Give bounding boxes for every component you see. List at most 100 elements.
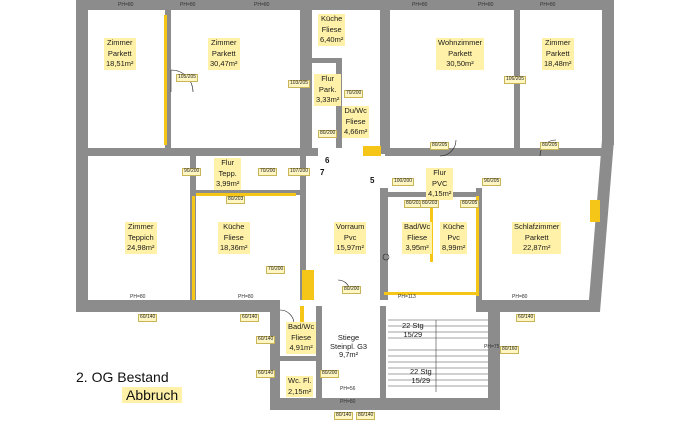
room-zimmer-1: Zimmer Parkett 18,51m² — [104, 38, 136, 70]
room-floor: Fliese — [318, 24, 346, 36]
door-tag: 80/205 — [460, 200, 480, 208]
plan-subtitle: Abbruch — [122, 387, 183, 403]
room-name: Vorraum — [334, 222, 367, 233]
room-floor: Pvc — [440, 232, 468, 244]
room-floor: Teppich — [125, 232, 157, 244]
door-tag: 80/205 — [540, 142, 560, 150]
window-tag: PH=56 — [340, 386, 356, 392]
door-tag: 80/200 — [318, 130, 338, 138]
room-name: Küche — [440, 222, 468, 233]
window-tag: PH=80 — [540, 2, 556, 8]
side-tag: 60/140 — [138, 314, 158, 322]
room-vorraum: Vorraum Pvc 15,97m² — [334, 222, 367, 254]
window-tag: PH=80 — [412, 2, 428, 8]
room-area: 18,36m² — [218, 243, 250, 254]
side-tag: 60/140 — [256, 370, 276, 378]
room-name: Schlafzimmer — [512, 222, 562, 233]
door-tag: 90/205 — [482, 178, 502, 186]
marker-7: 7 — [320, 168, 325, 177]
room-floor: Park. — [314, 84, 342, 96]
room-area: 9,7m² — [338, 350, 359, 360]
room-floor: Fliese — [218, 232, 250, 244]
stair-flight-2: 22 Stg 15/29 — [410, 367, 432, 385]
room-kueche-pvc: Küche Pvc 8,99m² — [440, 222, 468, 254]
room-area: 6,40m² — [318, 35, 346, 46]
stair-treads — [388, 319, 488, 392]
room-area: 3,95m² — [402, 243, 433, 254]
room-area: 8,99m² — [440, 243, 468, 254]
door-tag: 80/200 — [320, 370, 340, 378]
stair-steps: 22 Stg — [402, 321, 424, 330]
room-floor: Tepp. — [214, 168, 242, 180]
marker-6: 6 — [325, 156, 330, 165]
room-floor: Parkett — [104, 48, 136, 60]
window-tag: PH=75 — [484, 344, 500, 350]
room-bad-wc-2: Bad/Wc Fliese 4,91m² — [286, 322, 317, 354]
room-flur-pvc: Flur PVC 4,15m² — [426, 168, 454, 200]
window-tag: PH=80 — [478, 2, 494, 8]
room-stiege: Stiege Steinpl. G3 9,7m² — [330, 333, 368, 360]
side-tag: 80/160 — [500, 346, 520, 354]
side-tag: 60/140 — [516, 314, 536, 322]
demolition-marks — [164, 15, 600, 346]
room-name: Du/Wc — [342, 106, 370, 117]
room-zimmer-3: Zimmer Parkett 18,48m² — [542, 38, 574, 70]
door-tag: 70/200 — [258, 168, 278, 176]
room-floor: Pvc — [334, 232, 367, 244]
room-floor: PVC — [426, 178, 454, 190]
room-area: 4,15m² — [426, 189, 454, 200]
side-tag: 80/140 — [356, 412, 376, 420]
room-wc-fl: Wc. Fl. 2,15m² — [286, 376, 314, 398]
window-tag: PH=80 — [512, 294, 528, 300]
door-tag: 105/205 — [176, 74, 199, 82]
room-name: Küche — [318, 14, 346, 25]
room-name: Bad/Wc — [286, 322, 317, 333]
room-name: Wc. Fl. — [286, 376, 314, 387]
window-tag: PH=80 — [118, 2, 134, 8]
room-bad-wc: Bad/Wc Fliese 3,95m² — [402, 222, 433, 254]
room-area: 30,47m² — [208, 59, 240, 70]
room-zimmer-teppich: Zimmer Teppich 24,98m² — [125, 222, 157, 254]
room-name: Zimmer — [104, 38, 136, 49]
window-tag: PH=80 — [130, 294, 146, 300]
room-name: Küche — [218, 222, 250, 233]
stair-ratio: 15/29 — [403, 329, 423, 339]
room-floor: Parkett — [436, 48, 485, 60]
stair-steps: 22 Stg — [410, 367, 432, 376]
stair-flight-1: 22 Stg 15/29 — [402, 321, 424, 339]
room-name: Flur — [426, 168, 454, 179]
room-area: 4,91m² — [286, 343, 317, 354]
room-name: Bad/Wc — [402, 222, 433, 233]
room-flur-park: Flur Park. 3,33m² — [314, 74, 342, 106]
room-schlafzimmer: Schlafzimmer Parkett 22,87m² — [512, 222, 562, 254]
room-floor: Fliese — [402, 232, 433, 244]
room-name: Zimmer — [125, 222, 157, 233]
room-name: Flur — [314, 74, 342, 85]
room-wohnzimmer: Wohnzimmer Parkett 30,50m² — [436, 38, 485, 70]
marker-5: 5 — [370, 176, 375, 185]
door-tag: 70/200 — [266, 266, 286, 274]
room-area: 18,48m² — [542, 59, 574, 70]
room-area: 30,50m² — [436, 59, 485, 70]
room-name: Flur — [214, 158, 242, 169]
door-tag: 70/200 — [344, 90, 364, 98]
window-tag: PH=113 — [398, 294, 416, 300]
plan-title: 2. OG Bestand — [76, 369, 169, 385]
door-tag: 80/203 — [420, 200, 440, 208]
room-area: 3,99m² — [214, 179, 242, 190]
side-tag: 60/140 — [256, 336, 276, 344]
room-floor: Fliese — [342, 116, 370, 128]
room-floor: Steinpl. G3 — [330, 341, 368, 351]
room-area: 15,97m² — [334, 243, 367, 254]
room-flur-tepp: Flur Tepp. 3,99m² — [214, 158, 242, 190]
door-tag: 80/203 — [226, 196, 246, 204]
window-tag: PH=80 — [340, 399, 356, 405]
side-tag: 80/140 — [334, 412, 354, 420]
room-name: Stiege — [337, 333, 360, 342]
door-tag: 100/200 — [392, 178, 415, 186]
room-floor: Parkett — [208, 48, 240, 60]
room-area: 4,66m² — [342, 127, 370, 138]
room-area: 18,51m² — [104, 59, 136, 70]
room-name: Zimmer — [208, 38, 240, 49]
window-tag: PH=80 — [180, 2, 196, 8]
